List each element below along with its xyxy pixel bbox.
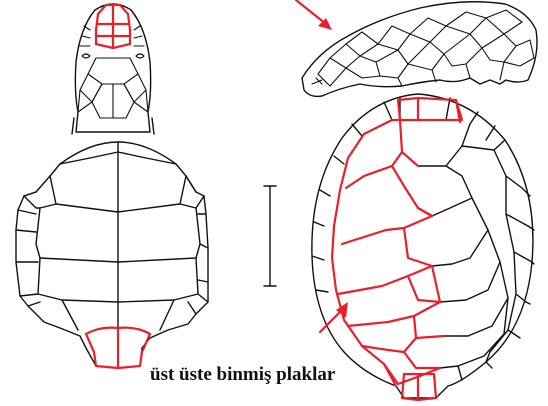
scale-bar <box>264 186 276 286</box>
head-dorsal-view <box>72 4 154 134</box>
overlapping-plates-caption: üst üste binmiş plaklar <box>150 364 335 386</box>
plastron-ventral-view <box>16 142 208 368</box>
head-lateral-view <box>296 0 537 96</box>
carapace-dorsal-view <box>312 94 534 400</box>
